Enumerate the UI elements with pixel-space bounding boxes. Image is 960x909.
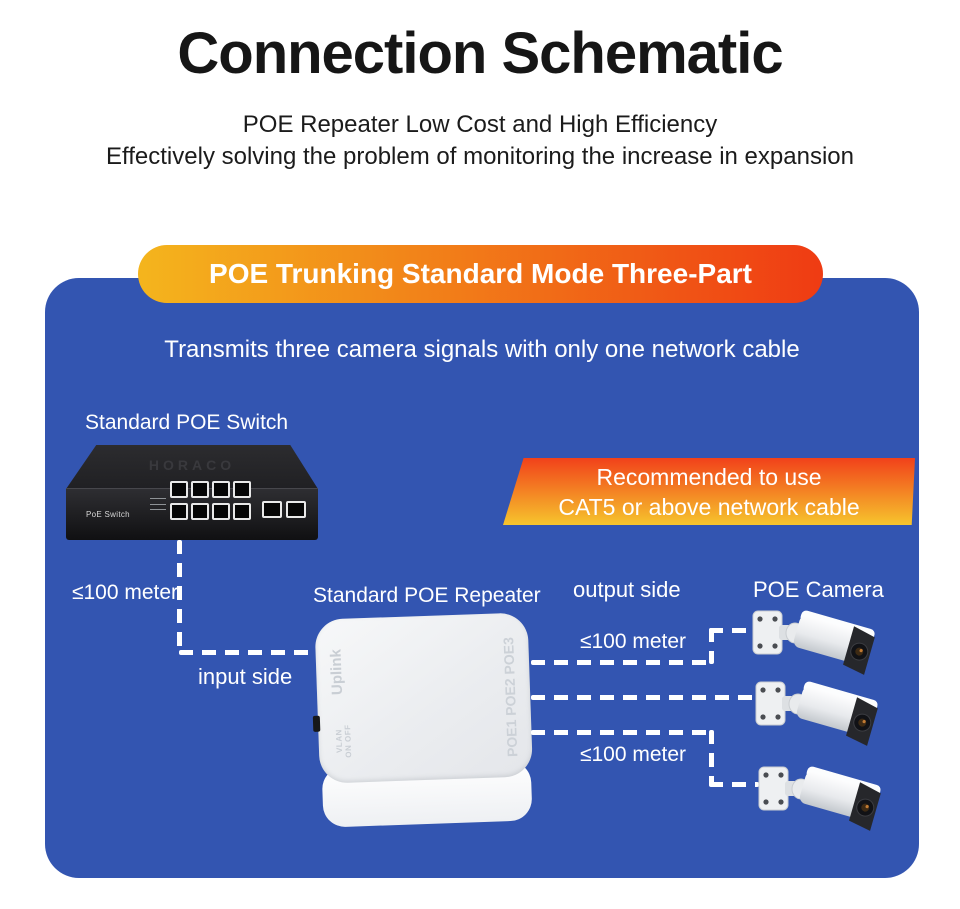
poe-camera-2 [755, 681, 878, 746]
input-cable-line-horizontal [179, 650, 329, 655]
input-cable-line-vertical [177, 540, 182, 655]
rj45-port-icon [233, 502, 251, 520]
rj45-port-icon [170, 481, 188, 498]
rj45-port-icon [170, 502, 188, 520]
output-side-label: output side [573, 577, 681, 602]
camera-body [796, 681, 878, 746]
input-distance-label: ≤100 meter [71, 581, 179, 604]
repeater-uplink-port-label: Uplink [327, 648, 347, 696]
rj45-port-icon [212, 502, 230, 520]
recommendation-line-2: CAT5 or above network cable [558, 493, 860, 520]
camera-label: POE Camera [753, 577, 884, 602]
output-cable3-line [709, 730, 714, 786]
output-cable3-line [709, 782, 759, 787]
poe-camera-3 [758, 766, 881, 831]
poe-repeater-device: Uplink VLAN ON OFF POE1 POE2 POE3 [312, 612, 534, 828]
rj45-port-icon [191, 481, 209, 498]
repeater-vlan-switch-label: VLAN ON OFF [334, 723, 354, 758]
repeater-dip-switch [312, 715, 321, 732]
output-distance-label-bottom: ≤100 meter [579, 743, 687, 766]
panel-description: Transmits three camera signals with only… [164, 336, 800, 363]
camera-body [793, 610, 875, 675]
output-cable3-line [531, 730, 713, 735]
poe-camera-1 [752, 610, 875, 675]
output-cable1-line [709, 628, 757, 633]
poe-switch-device: HORACO PoE Switch [66, 445, 318, 540]
camera-body [799, 766, 881, 831]
input-side-label: input side [198, 664, 293, 689]
switch-poe-ports [170, 481, 256, 521]
page-subtitle-1: POE Repeater Low Cost and High Efficienc… [242, 111, 718, 138]
rj45-port-icon [212, 481, 230, 498]
recommendation-line-1: Recommended to use [596, 463, 822, 490]
cable-recommendation-banner: Recommended to use CAT5 or above network… [503, 458, 915, 525]
mode-banner: POE Trunking Standard Mode Three-Part [138, 245, 823, 303]
rj45-port-icon [286, 501, 306, 518]
rj45-port-icon [262, 501, 282, 518]
page-title: Connection Schematic [177, 21, 783, 86]
repeater-label: Standard POE Repeater [313, 584, 541, 607]
switch-led-legend [150, 498, 166, 510]
page-subtitle-2: Effectively solving the problem of monit… [106, 143, 854, 170]
output-cable1-line [709, 628, 714, 664]
camera-mount [752, 610, 805, 655]
schematic-panel: POE Trunking Standard Mode Three-Part Tr… [45, 245, 919, 878]
rj45-port-icon [191, 502, 209, 520]
switch-uplink-ports [262, 501, 306, 518]
output-distance-label-top: ≤100 meter [579, 630, 687, 653]
output-cable1-line [531, 660, 713, 665]
output-cable2-line [531, 695, 759, 700]
switch-brand-logo: HORACO [148, 457, 236, 473]
switch-label: Standard POE Switch [85, 411, 289, 434]
camera-mount [755, 681, 808, 726]
camera-mount [758, 766, 811, 811]
switch-front-label: PoE Switch [86, 510, 130, 519]
rj45-port-icon [233, 481, 251, 498]
